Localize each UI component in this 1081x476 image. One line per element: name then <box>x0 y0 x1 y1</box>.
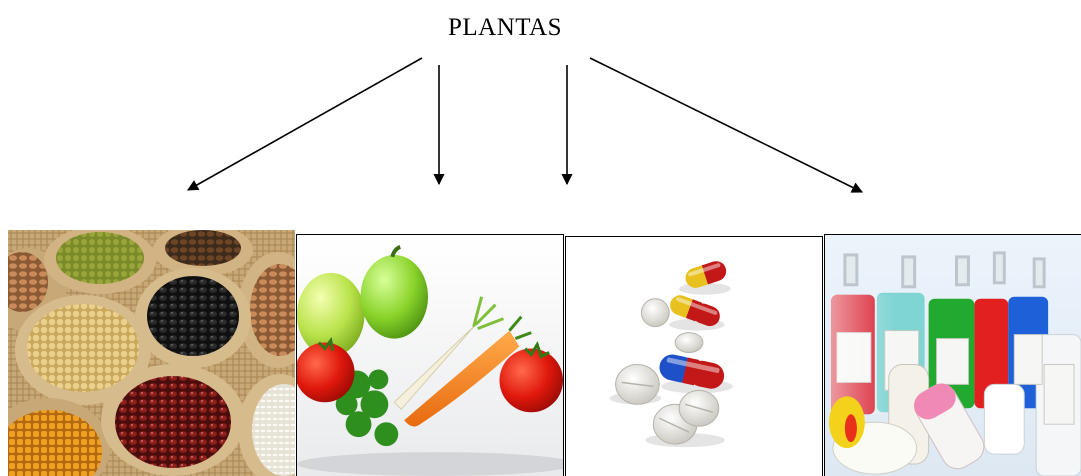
grains-image <box>8 230 295 476</box>
arrow-to-grains <box>188 58 422 190</box>
arrows <box>0 0 1081 230</box>
arrow-to-cosmetics <box>590 58 862 192</box>
vegetables-image <box>296 234 564 476</box>
pills-image <box>565 236 823 476</box>
cosmetics-image <box>824 234 1081 476</box>
